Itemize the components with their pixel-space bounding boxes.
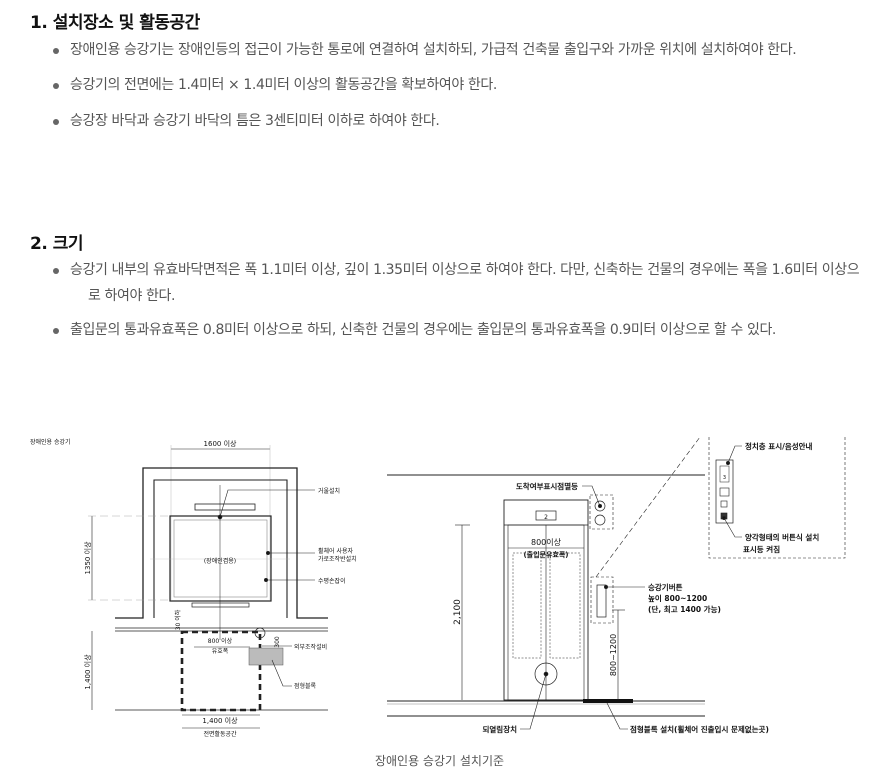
button-height-dim: 800~1200: [609, 634, 618, 676]
section-heading-size: 2. 크기: [30, 234, 84, 254]
inset-lamp-label: 표시등 켜짐: [743, 544, 780, 554]
inset-floor-display-label: 정치층 표시/음성안내: [745, 441, 813, 451]
button-max-label: (단, 최고 1400 가능): [648, 604, 721, 614]
tactile-label: 점형블록: [294, 682, 317, 690]
inset-floor-number: 3: [723, 475, 726, 481]
installation-list: 장애인용 승강기는 장애인등의 접근이 가능한 통로에 연결하여 설치하되, 가…: [0, 37, 860, 134]
figure-caption: 장애인용 승강기 설치기준: [374, 754, 505, 768]
arrival-lamp-label: 도착여부표시점멸등: [516, 481, 578, 491]
tactile-install-label: 점형블록 설치(휠체어 진출입시 문제없는곳): [630, 724, 769, 734]
plan-car-label: (장애인겸용): [204, 557, 236, 565]
button-label: 승강기버튼: [648, 582, 683, 592]
section-heading-installation: 1. 설치장소 및 활동공간: [30, 13, 200, 33]
front-depth-dim: 1,400 이상: [83, 654, 92, 690]
elevation-door-label: (출입문유효폭): [523, 550, 568, 559]
door-label: 유효폭: [212, 648, 229, 655]
elevation-view: 도착여부표시점멸등 2 800이상 (출입문유효폭) 되열림장치 2,100 점…: [387, 436, 846, 734]
list-item: 장애인용 승강기는 장애인등의 접근이 가능한 통로에 연결하여 설치하되, 가…: [0, 37, 860, 63]
inset-button-label: 양각형태의 버튼식 설치: [745, 532, 819, 542]
front-space-label: 전면활동공간: [203, 730, 237, 738]
front-width-dim: 1,400 이상: [202, 716, 238, 725]
plan-title: 장애인용 승강기: [30, 438, 71, 446]
size-list: 승강기 내부의 유효바닥면적은 폭 1.1미터 이상, 깊이 1.35미터 이상…: [0, 257, 860, 343]
outer-panel-label: 외부조작설비: [294, 643, 327, 651]
button-height-label: 높이 800~1200: [648, 593, 707, 603]
wheelchair-panel-label: 가로조작반설치: [318, 555, 357, 563]
door-height-dim: 2,100: [453, 599, 463, 625]
panel-dim: 300: [274, 636, 281, 648]
mirror-label: 거울설치: [318, 487, 340, 495]
reopen-device-label: 되열림장치: [483, 724, 518, 734]
list-item: 승강기 내부의 유효바닥면적은 폭 1.1미터 이상, 깊이 1.35미터 이상…: [0, 257, 860, 309]
plan-depth-dim: 1350 이상: [83, 541, 92, 574]
list-item: 승강기의 전면에는 1.4미터 × 1.4미터 이상의 활동공간을 확보하여야 …: [0, 72, 860, 98]
list-item: 승강장 바닥과 승강기 바닥의 틈은 3센티미터 이하로 하여야 한다.: [0, 108, 860, 134]
plan-view: 장애인용 승강기 1600 이상 (장애인겸용) 거울설치 휠체어 사용자 가로…: [30, 438, 357, 738]
list-item: 출입문의 통과유효폭은 0.8미터 이상으로 하되, 신축한 건물의 경우에는 …: [0, 317, 860, 343]
handrail-label: 수평손잡이: [318, 577, 346, 585]
floor-number: 2: [544, 514, 548, 521]
elevation-door-dim: 800이상: [531, 537, 562, 547]
gap-dim: 30 이하: [174, 609, 182, 630]
wheelchair-panel-label: 휠체어 사용자: [318, 547, 354, 555]
door-dim: 800 이상: [208, 637, 233, 645]
plan-width-dim: 1600 이상: [204, 439, 237, 448]
